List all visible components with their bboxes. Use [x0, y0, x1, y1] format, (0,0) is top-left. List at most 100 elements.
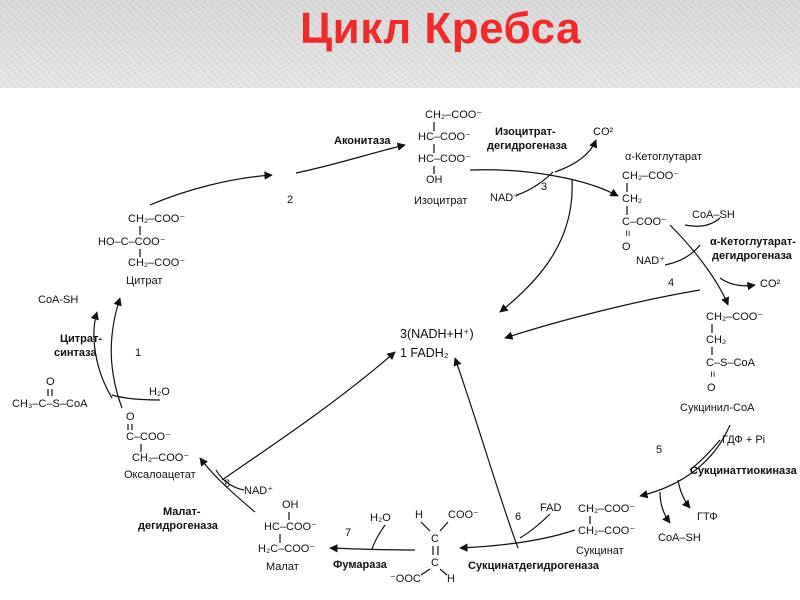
- co2-step-3: CO²: [593, 126, 614, 138]
- fumarate-coo-bottom: ⁻OOC: [390, 573, 421, 585]
- arrow-co2-release-3: [554, 139, 598, 173]
- arrow-co2-release-4: [719, 277, 756, 291]
- fumarate-coo-top: COO⁻: [448, 509, 479, 521]
- isocitrate-name: Изоцитрат: [414, 195, 467, 207]
- arrow-cycle-step-8: [199, 457, 256, 513]
- isocitrate-line-1: CH₂–COO⁻: [425, 109, 482, 121]
- acetyl-coa: O CH₃–C–S–CoA: [12, 376, 88, 410]
- succinyl-coa-name: Сукцинил-CoA: [680, 402, 755, 414]
- coa-sh-step-1: CoA-SH: [38, 294, 78, 306]
- coa-sh-step-5: CoA–SH: [658, 532, 701, 544]
- succinate-line-1: CH₂–COO⁻: [578, 503, 635, 515]
- citrate-name: Цитрат: [126, 275, 162, 287]
- arrow-nad-in-8: [215, 469, 245, 491]
- arrow-gdp-in-5: [689, 439, 721, 471]
- succinyl-coa-line-5: O: [707, 382, 716, 394]
- step-number-1: 1: [135, 347, 141, 359]
- oxaloacetate: O C–COO⁻ CH₂–COO⁻ Оксалоацетат: [124, 411, 196, 481]
- co2-step-4: CO²: [760, 278, 781, 290]
- fumarate: H COO⁻ C C ⁻OOC H: [390, 509, 479, 585]
- center-fadh2: 1 FADH₂: [400, 346, 449, 360]
- succinyl-coa-line-2: CH₂: [706, 334, 726, 346]
- arrow-nad-in-4: [664, 244, 701, 266]
- fumarate-h-bottom: H: [447, 573, 455, 585]
- alpha-kg-line-3: C–COO⁻: [622, 216, 667, 228]
- enzyme-idh-line-1: Изоцитрат-: [495, 126, 556, 138]
- citrate-line-2: HO–C–COO⁻: [98, 236, 166, 248]
- arrow-h2o-in-7: [371, 524, 386, 550]
- page-title: Цикл Кребса: [300, 4, 582, 53]
- arrow-nadh-from-4: [504, 289, 701, 340]
- bond: [439, 568, 448, 576]
- bond: [420, 521, 431, 532]
- arrow-cycle-step-6: [459, 529, 576, 552]
- arrow-cycle-step-4: [669, 224, 730, 306]
- enzyme-succinyl-thiokinase: Сукцинаттиокиназа: [690, 465, 798, 477]
- arrow-coa-release-1: [90, 311, 113, 399]
- acetyl-coa-formula: CH₃–C–S–CoA: [12, 398, 88, 410]
- enzyme-citrate-synthase-line-2: синтаза: [54, 347, 97, 359]
- coa-sh-step-4: CoA–SH: [692, 209, 735, 221]
- citrate-line-1: CH₂–COO⁻: [128, 213, 185, 225]
- fumarate-c1: C: [431, 533, 439, 545]
- arrow-fad-in-6: [519, 513, 551, 539]
- alpha-kg-line-2: CH₂: [622, 193, 642, 205]
- bond: [439, 521, 449, 532]
- title-banner: [0, 0, 800, 88]
- isocitrate-line-3: HC–COO⁻: [418, 153, 471, 165]
- isocitrate-line-4: OH: [426, 174, 443, 186]
- malate-name: Малат: [266, 561, 299, 573]
- gtf: ГТФ: [697, 511, 718, 523]
- arrow-coa-out-5: [659, 491, 671, 524]
- step-number-7: 7: [345, 527, 351, 539]
- isocitrate-line-2: HC–COO⁻: [418, 131, 471, 143]
- enzyme-akgdh-line-2: дегидрогеназа: [712, 250, 793, 262]
- enzyme-aconitase: Аконитаза: [334, 135, 391, 147]
- fumarate-h-top: H: [415, 509, 423, 521]
- succinyl-coa: CH₂–COO⁻ CH₂ C–S–CoA = O Сукцинил-CoA: [680, 311, 763, 414]
- arrow-fadh2-from-6: [453, 357, 519, 549]
- citrate-line-3: CH₂–COO⁻: [128, 257, 185, 269]
- enzyme-mdh-line-1: Малат-: [163, 506, 201, 518]
- malate-line-1: OH: [282, 499, 299, 511]
- isocitrate: CH₂–COO⁻ HC–COO⁻ HC–COO⁻ OH Изоцитрат: [414, 109, 482, 207]
- alpha-kg-line-5: O: [622, 241, 631, 253]
- step-number-8: 8: [224, 478, 230, 490]
- step-number-2: 2: [287, 194, 293, 206]
- step-number-6: 6: [515, 511, 521, 523]
- arrow-h2o-in-1: [111, 394, 161, 401]
- acetyl-coa-o: O: [46, 376, 55, 388]
- fumarate-c2: C: [431, 557, 439, 569]
- arrow-cycle-step-7: [329, 544, 416, 553]
- enzyme-idh-line-2: дегидрогеназа: [487, 140, 568, 152]
- alpha-kg-name: α-Кетоглутарат: [625, 151, 702, 163]
- succinyl-coa-double-bond: =: [706, 371, 718, 377]
- gdp-pi: ГДФ + Pi: [722, 434, 765, 446]
- succinate-line-2: CH₂–COO⁻: [578, 525, 635, 537]
- arrow-to-isocitrate: [295, 142, 406, 174]
- step-number-5: 5: [656, 444, 662, 456]
- h2o-step-7: H₂O: [370, 512, 391, 524]
- arrow-cycle-step-1: [110, 297, 123, 409]
- oxaloacetate-line-2: C–COO⁻: [126, 431, 171, 443]
- oxaloacetate-name: Оксалоацетат: [124, 469, 196, 481]
- oxaloacetate-line-3: CH₂–COO⁻: [132, 452, 189, 464]
- enzyme-mdh-line-2: дегидрогеназа: [138, 520, 219, 532]
- nad-step-8: NAD⁺: [244, 485, 273, 497]
- center-nadh: 3(NADH+H⁺): [400, 327, 474, 341]
- arrow-nad-in-3: [516, 171, 554, 196]
- step-number-4: 4: [668, 277, 674, 289]
- step-number-3: 3: [541, 181, 547, 193]
- enzyme-akgdh-line-1: α-Кетоглутарат-: [710, 236, 796, 248]
- malate-line-2: HC–COO⁻: [264, 521, 317, 533]
- oxaloacetate-line-1: O: [126, 411, 135, 423]
- alpha-ketoglutarate: α-Кетоглутарат CH₂–COO⁻ CH₂ C–COO⁻ = O: [621, 151, 702, 253]
- malate: OH HC–COO⁻ H₂C–COO⁻ Малат: [258, 499, 317, 573]
- succinate-name: Сукцинат: [576, 545, 624, 557]
- enzyme-fumarase: Фумараза: [333, 559, 388, 571]
- nad-step-3: NAD⁺: [490, 192, 519, 204]
- nad-step-4: NAD⁺: [636, 255, 665, 267]
- arrow-coa-in-4: [684, 217, 721, 227]
- alpha-kg-double-bond: =: [621, 230, 633, 236]
